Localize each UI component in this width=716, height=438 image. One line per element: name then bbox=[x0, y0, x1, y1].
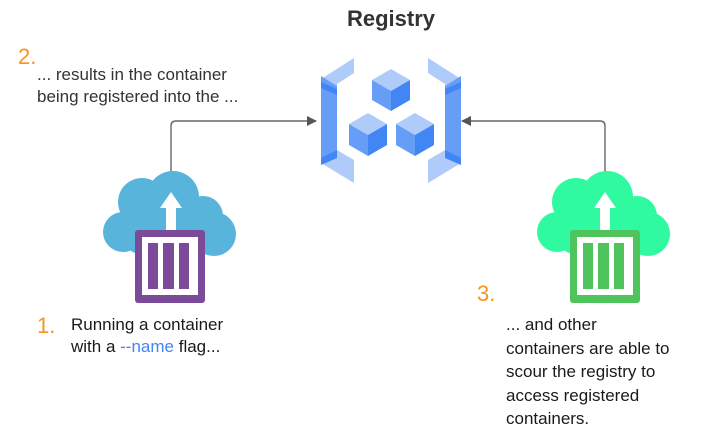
step-1-line: with a --name flag... bbox=[71, 336, 223, 358]
up-arrow-icon bbox=[594, 192, 616, 232]
step-3-line: scour the registry to bbox=[506, 362, 656, 381]
step-3-line: access registered bbox=[506, 385, 640, 405]
name-flag: --name bbox=[120, 337, 174, 356]
cube-bottom-right bbox=[396, 113, 434, 156]
step-1-suffix: flag... bbox=[174, 337, 221, 356]
up-arrow-icon bbox=[160, 192, 182, 232]
step-2-line: being registered into the ... bbox=[37, 87, 239, 106]
connector-left-to-registry bbox=[170, 116, 317, 178]
step-2-number: 2. bbox=[18, 44, 37, 69]
step-3-line: ... and other bbox=[506, 315, 597, 334]
container-registry-icon bbox=[321, 58, 461, 183]
cube-top bbox=[372, 69, 410, 111]
step-2-text: ... results in the container being regis… bbox=[37, 64, 238, 108]
step-2-line: ... results in the container bbox=[37, 65, 227, 84]
right-cloud-upload-icon bbox=[537, 171, 670, 303]
cube-bottom-left bbox=[349, 113, 387, 156]
step-3-number: 3. bbox=[477, 281, 496, 306]
step-1-line: Running a container bbox=[71, 315, 224, 334]
registry-title: Registry bbox=[346, 6, 436, 31]
step-3-text: ... and other containers are able to sco… bbox=[506, 313, 670, 431]
connector-right-to-registry bbox=[461, 116, 606, 178]
step-3-line: containers. bbox=[506, 409, 590, 428]
step-1-prefix: with a bbox=[71, 337, 121, 356]
left-cloud-upload-icon bbox=[103, 171, 236, 303]
step-1-number: 1. bbox=[37, 313, 56, 338]
step-3-line: containers are able to bbox=[506, 338, 670, 358]
container-icon bbox=[135, 230, 205, 303]
container-icon bbox=[570, 230, 640, 303]
step-1-text: Running a container with a --name flag..… bbox=[71, 314, 223, 358]
